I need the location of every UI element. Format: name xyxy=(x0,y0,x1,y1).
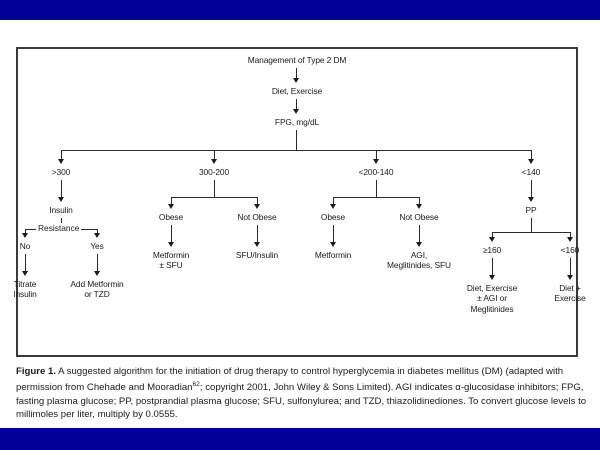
node-pp-ge160: ≥160 xyxy=(482,245,502,255)
arrowhead-to-diet xyxy=(293,78,299,83)
arrowhead-to-pp xyxy=(528,197,534,202)
arrowhead-to-fpg xyxy=(293,109,299,114)
drop-branch-3 xyxy=(376,150,377,160)
node-threshold-1: >300 xyxy=(51,167,71,177)
drop-2-not-obese xyxy=(257,197,258,205)
edge-1-to-insulin xyxy=(61,180,62,198)
arrowhead-3-obese-outcome xyxy=(330,242,336,247)
edge-yes-to-outcome xyxy=(97,254,98,272)
edge-pp-low-outcome xyxy=(570,258,571,276)
drop-branch-4 xyxy=(531,150,532,160)
drop-resistance-yes xyxy=(97,229,98,234)
drop-pp-high xyxy=(492,232,493,238)
outcome-diet-exercise: Diet + Exercise xyxy=(554,283,586,304)
outcome-sfu-insulin: SFU/Insulin xyxy=(235,250,279,260)
content-sheet: Management of Type 2 DM Diet, Exercise F… xyxy=(0,20,600,428)
flowchart: Management of Type 2 DM Diet, Exercise F… xyxy=(13,49,586,355)
drop-resistance-no xyxy=(25,229,26,234)
edge-2-obese-outcome xyxy=(171,225,172,243)
arrowhead-3-not-obese-outcome xyxy=(416,242,422,247)
arrowhead-3-obese xyxy=(330,204,336,209)
arrowhead-branch-1 xyxy=(58,159,64,164)
edge-3-obese-outcome xyxy=(333,225,334,243)
node-resistance-yes: Yes xyxy=(90,241,104,251)
arrowhead-to-insulin xyxy=(58,197,64,202)
node-threshold-2: 300-200 xyxy=(198,167,230,177)
caption-body-first: A suggested algorithm for the initiation… xyxy=(16,366,564,394)
edge-4-to-pp xyxy=(531,180,532,198)
edge-label-resistance: Resistance xyxy=(36,223,82,233)
arrowhead-no-outcome xyxy=(22,271,28,276)
drop-branch-1 xyxy=(61,150,62,160)
split-bar-main xyxy=(61,150,531,151)
figure-frame: Management of Type 2 DM Diet, Exercise F… xyxy=(13,47,586,357)
arrowhead-pp-high-outcome xyxy=(489,275,495,280)
node-3-not-obese: Not Obese xyxy=(399,212,439,222)
drop-3-not-obese xyxy=(419,197,420,205)
arrowhead-resistance-yes xyxy=(94,233,100,238)
arrowhead-pp-low-outcome xyxy=(567,275,573,280)
arrowhead-pp-high xyxy=(489,237,495,242)
caption-citation: 62 xyxy=(192,381,200,389)
arrowhead-pp-low xyxy=(567,237,573,242)
arrowhead-3-not-obese xyxy=(416,204,422,209)
edge-root-to-diet xyxy=(296,68,297,79)
edge-pp-stem xyxy=(531,218,532,232)
node-insulin: Insulin xyxy=(49,205,73,215)
edge-pp-high-outcome xyxy=(492,258,493,276)
edge-no-to-outcome xyxy=(25,254,26,272)
outcome-metformin-sfu: Metformin ± SFU xyxy=(152,250,190,271)
node-pp: PP xyxy=(525,205,537,215)
outcome-titrate-insulin: Titrate Insulin xyxy=(13,279,37,300)
edge-2-not-obese-outcome xyxy=(257,225,258,243)
split-bar-pp xyxy=(492,232,570,233)
edge-diet-to-fpg xyxy=(296,99,297,110)
arrowhead-2-obese xyxy=(168,204,174,209)
edge-fpg-to-split xyxy=(296,130,297,150)
node-2-not-obese: Not Obese xyxy=(237,212,277,222)
arrowhead-2-not-obese-outcome xyxy=(254,242,260,247)
split-bar-2 xyxy=(171,197,257,198)
node-pp-lt160: <160 xyxy=(560,245,580,255)
outcome-diet-exercise-agi: Diet, Exercise ± AGI or Meglitinides xyxy=(466,283,518,314)
arrowhead-2-not-obese xyxy=(254,204,260,209)
outcome-agi-meglitinides-sfu: AGI, Meglitinides, SFU xyxy=(387,250,451,271)
edge-2-stem xyxy=(214,180,215,197)
outcome-metformin: Metformin xyxy=(314,250,352,260)
edge-3-not-obese-outcome xyxy=(419,225,420,243)
caption-body-second: ; copyright 2001, John Wiley & Sons Limi… xyxy=(16,382,587,420)
arrowhead-branch-4 xyxy=(528,159,534,164)
drop-3-obese xyxy=(333,197,334,205)
node-diet-exercise: Diet, Exercise xyxy=(271,86,323,96)
caption-label: Figure 1. xyxy=(16,366,56,377)
node-threshold-3: <200-140 xyxy=(358,167,394,177)
node-2-obese: Obese xyxy=(158,212,184,222)
arrowhead-branch-3 xyxy=(373,159,379,164)
arrowhead-branch-2 xyxy=(211,159,217,164)
node-resistance-no: No xyxy=(19,241,31,251)
edge-3-stem xyxy=(376,180,377,197)
arrowhead-resistance-no xyxy=(22,233,28,238)
drop-pp-low xyxy=(570,232,571,238)
figure-caption: Figure 1. A suggested algorithm for the … xyxy=(16,365,590,421)
node-root: Management of Type 2 DM xyxy=(247,55,347,65)
outcome-add-metformin-tzd: Add Metformin or TZD xyxy=(70,279,124,300)
node-3-obese: Obese xyxy=(320,212,346,222)
arrowhead-2-obese-outcome xyxy=(168,242,174,247)
split-bar-3 xyxy=(333,197,419,198)
arrowhead-yes-outcome xyxy=(94,271,100,276)
node-fpg: FPG, mg/dL xyxy=(274,117,320,127)
drop-2-obese xyxy=(171,197,172,205)
node-threshold-4: <140 xyxy=(521,167,541,177)
drop-branch-2 xyxy=(214,150,215,160)
